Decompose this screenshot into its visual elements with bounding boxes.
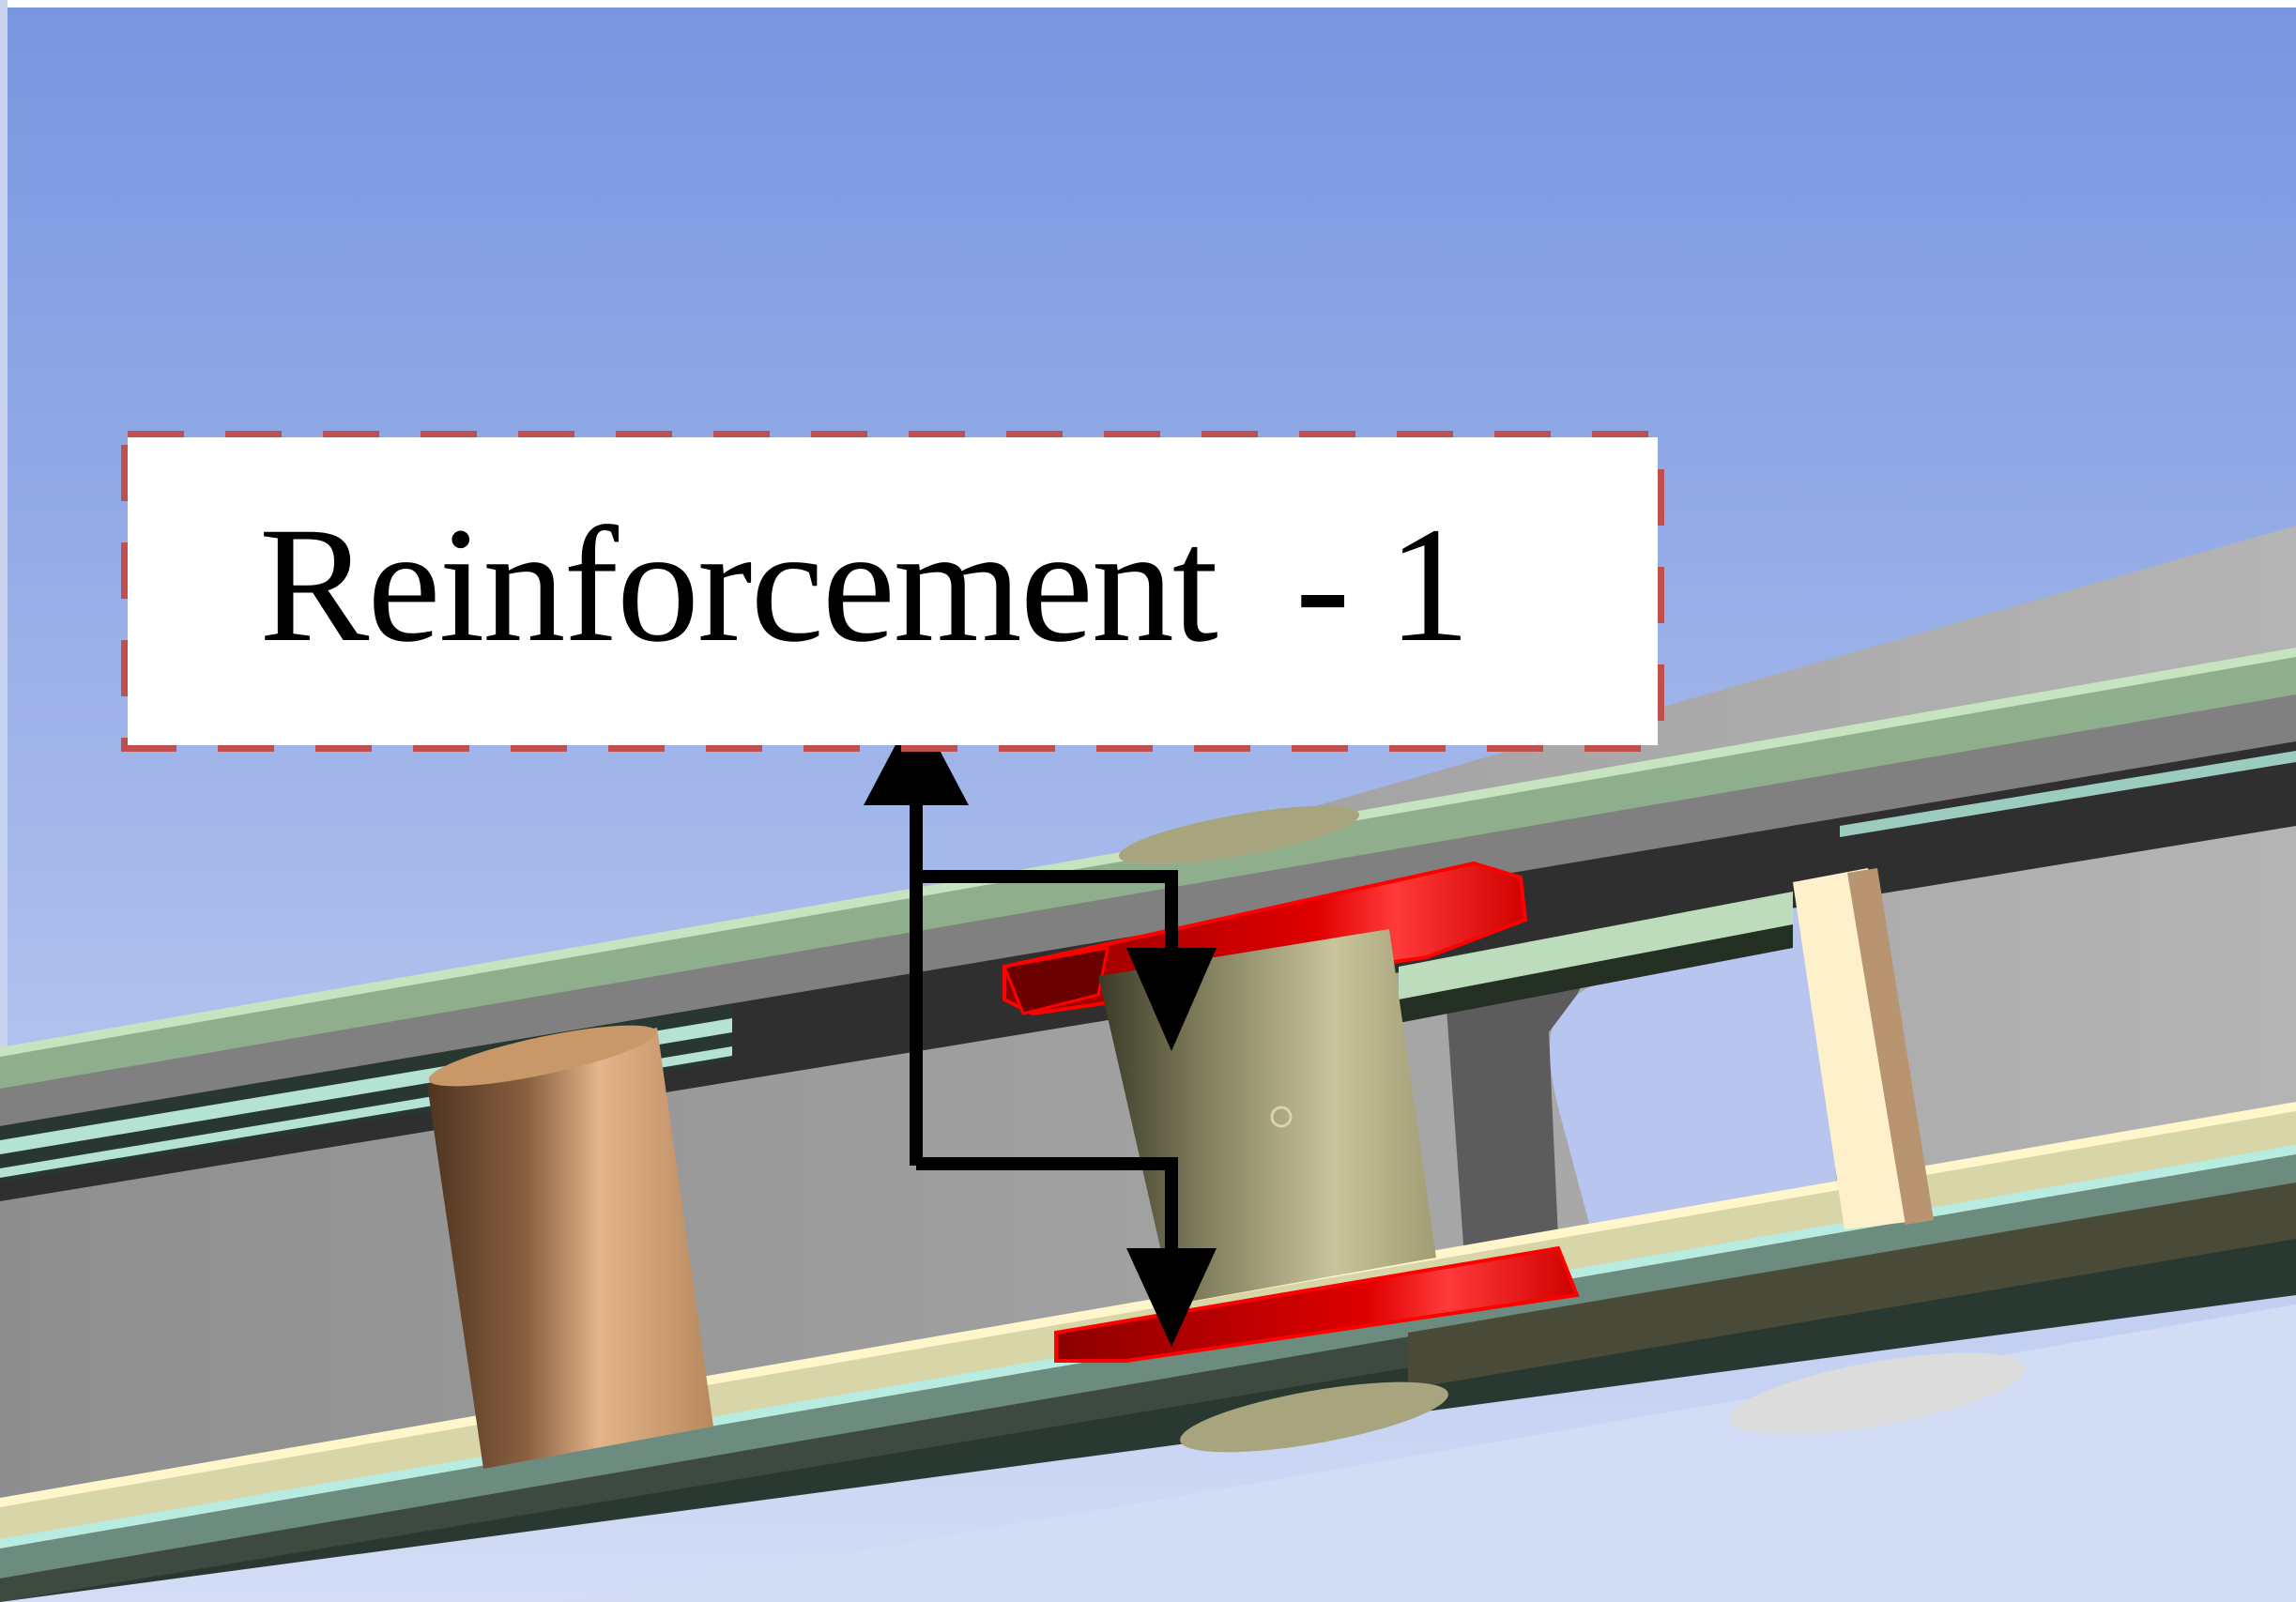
white-washer <box>1729 1352 2026 1435</box>
web-cutout <box>1550 901 1840 1248</box>
arrow-up-icon <box>864 706 969 805</box>
annotation-arrows <box>864 706 1217 1347</box>
copper-cylinder <box>427 1028 713 1469</box>
arrow-down-icon <box>1126 948 1217 1051</box>
lower-reinforcement-ring <box>1054 1245 1580 1363</box>
callout-label: Reinforcement - 1 <box>259 494 1470 677</box>
arrow-down-icon <box>1126 1248 1217 1347</box>
callout-box: Reinforcement - 1 <box>128 437 1658 745</box>
olive-bushing-top <box>1118 805 1360 865</box>
olive-bushing-bottom <box>1180 1381 1448 1453</box>
